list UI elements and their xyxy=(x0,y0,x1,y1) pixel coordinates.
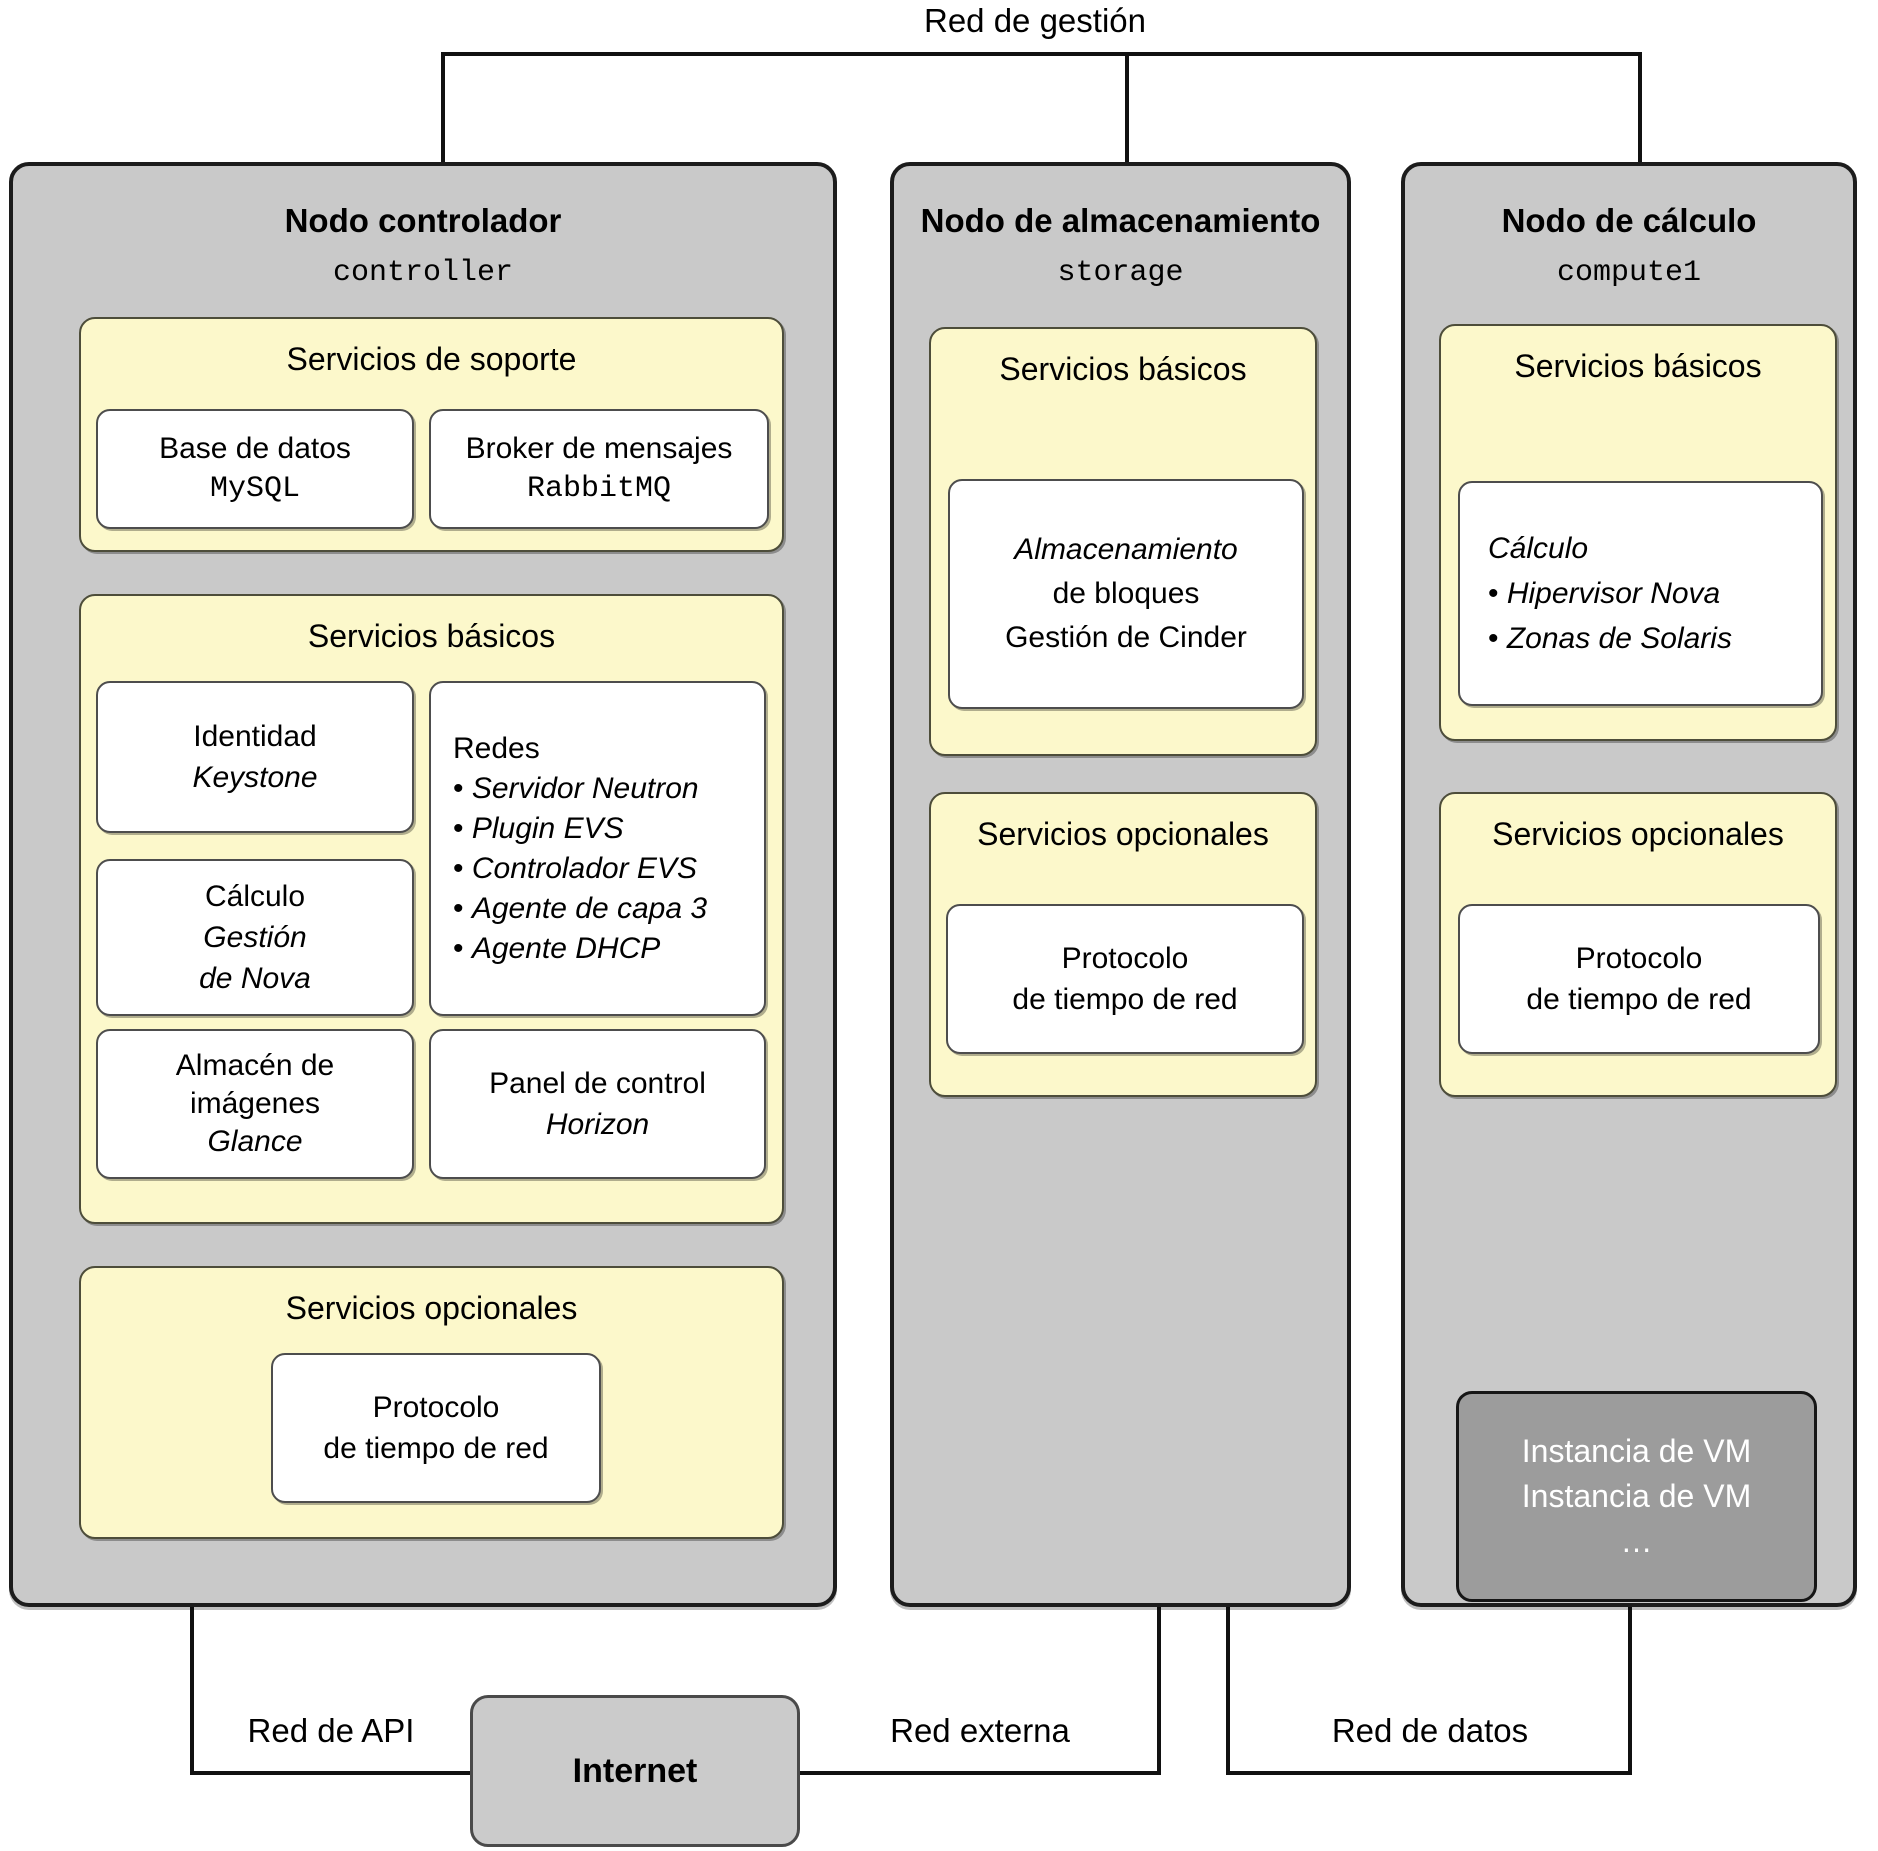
compute-mgmt-label: Cálculo xyxy=(204,880,306,913)
internet-box: Internet xyxy=(470,1695,800,1847)
message-broker-name: RabbitMQ xyxy=(526,472,672,506)
vm-instance-line2: Instancia de VM xyxy=(1521,1478,1752,1514)
networking-bullet-neutron: Servidor Neutron xyxy=(453,769,699,809)
controller-ntp-line2: de tiempo de red xyxy=(323,1432,549,1465)
storage-optional-section: Servicios opcionales Protocolo de tiempo… xyxy=(929,792,1317,1097)
management-drop-controller xyxy=(441,52,445,164)
storage-optional-header: Servicios opcionales xyxy=(977,816,1269,852)
identity-box: Identidad Keystone xyxy=(96,681,414,833)
controller-node-title: Nodo controlador xyxy=(284,202,562,239)
networking-bullet-dhcp-agent: Agente DHCP xyxy=(453,929,660,969)
identity-label: Identidad xyxy=(193,720,317,753)
compute-hostname: compute1 xyxy=(1556,256,1702,290)
networking-bullet-evs-controller: Controlador EVS xyxy=(453,849,697,889)
image-store-box: Almacén de imágenes Glance xyxy=(96,1029,414,1179)
block-storage-box: Almacenamiento de bloques Gestión de Cin… xyxy=(948,479,1304,709)
compute-node: Nodo de cálculo compute1 Servicios básic… xyxy=(1401,162,1857,1607)
storage-hostname: storage xyxy=(1057,256,1184,290)
networking-bullet-evs-plugin: Plugin EVS xyxy=(453,809,624,849)
data-network-riser-compute xyxy=(1628,1605,1632,1775)
controller-optional-header: Servicios opcionales xyxy=(285,1290,578,1326)
external-network-label: Red externa xyxy=(890,1712,1070,1749)
storage-basic-header: Servicios básicos xyxy=(999,351,1247,387)
storage-basic-section: Servicios básicos Almacenamiento de bloq… xyxy=(929,327,1317,756)
external-network-riser xyxy=(1157,1605,1161,1775)
compute-bullet-solaris-zones: Zonas de Solaris xyxy=(1488,616,1732,661)
message-broker-box: Broker de mensajes RabbitMQ xyxy=(429,409,769,529)
controller-ntp-line1: Protocolo xyxy=(372,1391,500,1424)
vm-instance-ellipsis: … xyxy=(1620,1523,1653,1559)
controller-hostname: controller xyxy=(332,256,514,290)
compute-mgmt-name-line1: Gestión xyxy=(203,921,307,954)
compute-ntp-box: Protocolo de tiempo de red xyxy=(1458,904,1820,1054)
compute-ntp-line2: de tiempo de red xyxy=(1526,983,1752,1016)
external-network-line xyxy=(798,1771,1161,1775)
vm-instances-box: Instancia de VM Instancia de VM … xyxy=(1456,1391,1817,1602)
networking-title: Redes xyxy=(453,731,540,765)
management-network-line xyxy=(441,52,1642,56)
controller-ntp-box: Protocolo de tiempo de red xyxy=(271,1353,601,1503)
management-network-label: Red de gestión xyxy=(924,2,1146,39)
management-drop-storage xyxy=(1125,52,1129,164)
storage-node-title: Nodo de almacenamiento xyxy=(920,202,1321,239)
api-network-line xyxy=(192,1771,472,1775)
compute-mgmt-box: Cálculo Gestión de Nova xyxy=(96,859,414,1016)
compute-optional-section: Servicios opcionales Protocolo de tiempo… xyxy=(1439,792,1837,1097)
message-broker-label: Broker de mensajes xyxy=(465,432,733,465)
internet-label: Internet xyxy=(572,1751,698,1790)
database-label: Base de datos xyxy=(159,432,351,465)
vm-instance-line1: Instancia de VM xyxy=(1521,1433,1752,1469)
compute-mgmt-name-line2: de Nova xyxy=(199,962,311,995)
storage-ntp-line2: de tiempo de red xyxy=(1012,983,1238,1016)
compute-service-box: Cálculo Hipervisor Nova Zonas de Solaris xyxy=(1458,481,1823,706)
api-network-label: Red de API xyxy=(247,1712,415,1749)
compute-basic-section: Servicios básicos Cálculo Hipervisor Nov… xyxy=(1439,324,1837,741)
networking-box: Redes Servidor Neutron Plugin EVS Contro… xyxy=(429,681,766,1016)
controller-basic-section: Servicios básicos Identidad Keystone Cál… xyxy=(79,594,784,1224)
controller-node: Nodo controlador controller Servicios de… xyxy=(9,162,837,1607)
block-storage-label-line2: de bloques xyxy=(1052,577,1200,610)
compute-bullet-nova-hypervisor: Hipervisor Nova xyxy=(1488,571,1720,616)
block-storage-label-line1: Almacenamiento xyxy=(1014,533,1238,566)
storage-ntp-box: Protocolo de tiempo de red xyxy=(946,904,1304,1054)
controller-basic-header: Servicios básicos xyxy=(307,618,556,654)
dashboard-name: Horizon xyxy=(545,1108,650,1141)
storage-node: Nodo de almacenamiento storage Servicios… xyxy=(890,162,1351,1607)
dashboard-box: Panel de control Horizon xyxy=(429,1029,766,1179)
compute-optional-header: Servicios opcionales xyxy=(1492,816,1784,852)
networking-bullet-l3-agent: Agente de capa 3 xyxy=(453,889,707,929)
data-network-riser-storage xyxy=(1226,1605,1230,1775)
data-network-line xyxy=(1228,1771,1632,1775)
controller-optional-section: Servicios opcionales Protocolo de tiempo… xyxy=(79,1266,784,1539)
identity-name: Keystone xyxy=(192,761,318,794)
data-network-label: Red de datos xyxy=(1331,1712,1529,1749)
controller-support-section: Servicios de soporte Base de datos MySQL… xyxy=(79,317,784,552)
image-store-label-line2: imágenes xyxy=(189,1087,321,1120)
api-network-riser xyxy=(190,1605,194,1775)
management-drop-compute xyxy=(1638,52,1642,164)
image-store-label-line1: Almacén de xyxy=(175,1049,335,1082)
block-storage-name: Gestión de Cinder xyxy=(1005,621,1247,654)
compute-basic-header: Servicios básicos xyxy=(1514,348,1762,384)
database-name: MySQL xyxy=(209,472,300,506)
compute-node-title: Nodo de cálculo xyxy=(1501,202,1757,239)
storage-ntp-line1: Protocolo xyxy=(1061,942,1189,975)
dashboard-label: Panel de control xyxy=(489,1067,706,1100)
database-box: Base de datos MySQL xyxy=(96,409,414,529)
compute-service-title: Cálculo xyxy=(1488,532,1589,565)
image-store-name: Glance xyxy=(207,1125,303,1158)
compute-ntp-line1: Protocolo xyxy=(1575,942,1703,975)
controller-support-header: Servicios de soporte xyxy=(286,341,577,377)
